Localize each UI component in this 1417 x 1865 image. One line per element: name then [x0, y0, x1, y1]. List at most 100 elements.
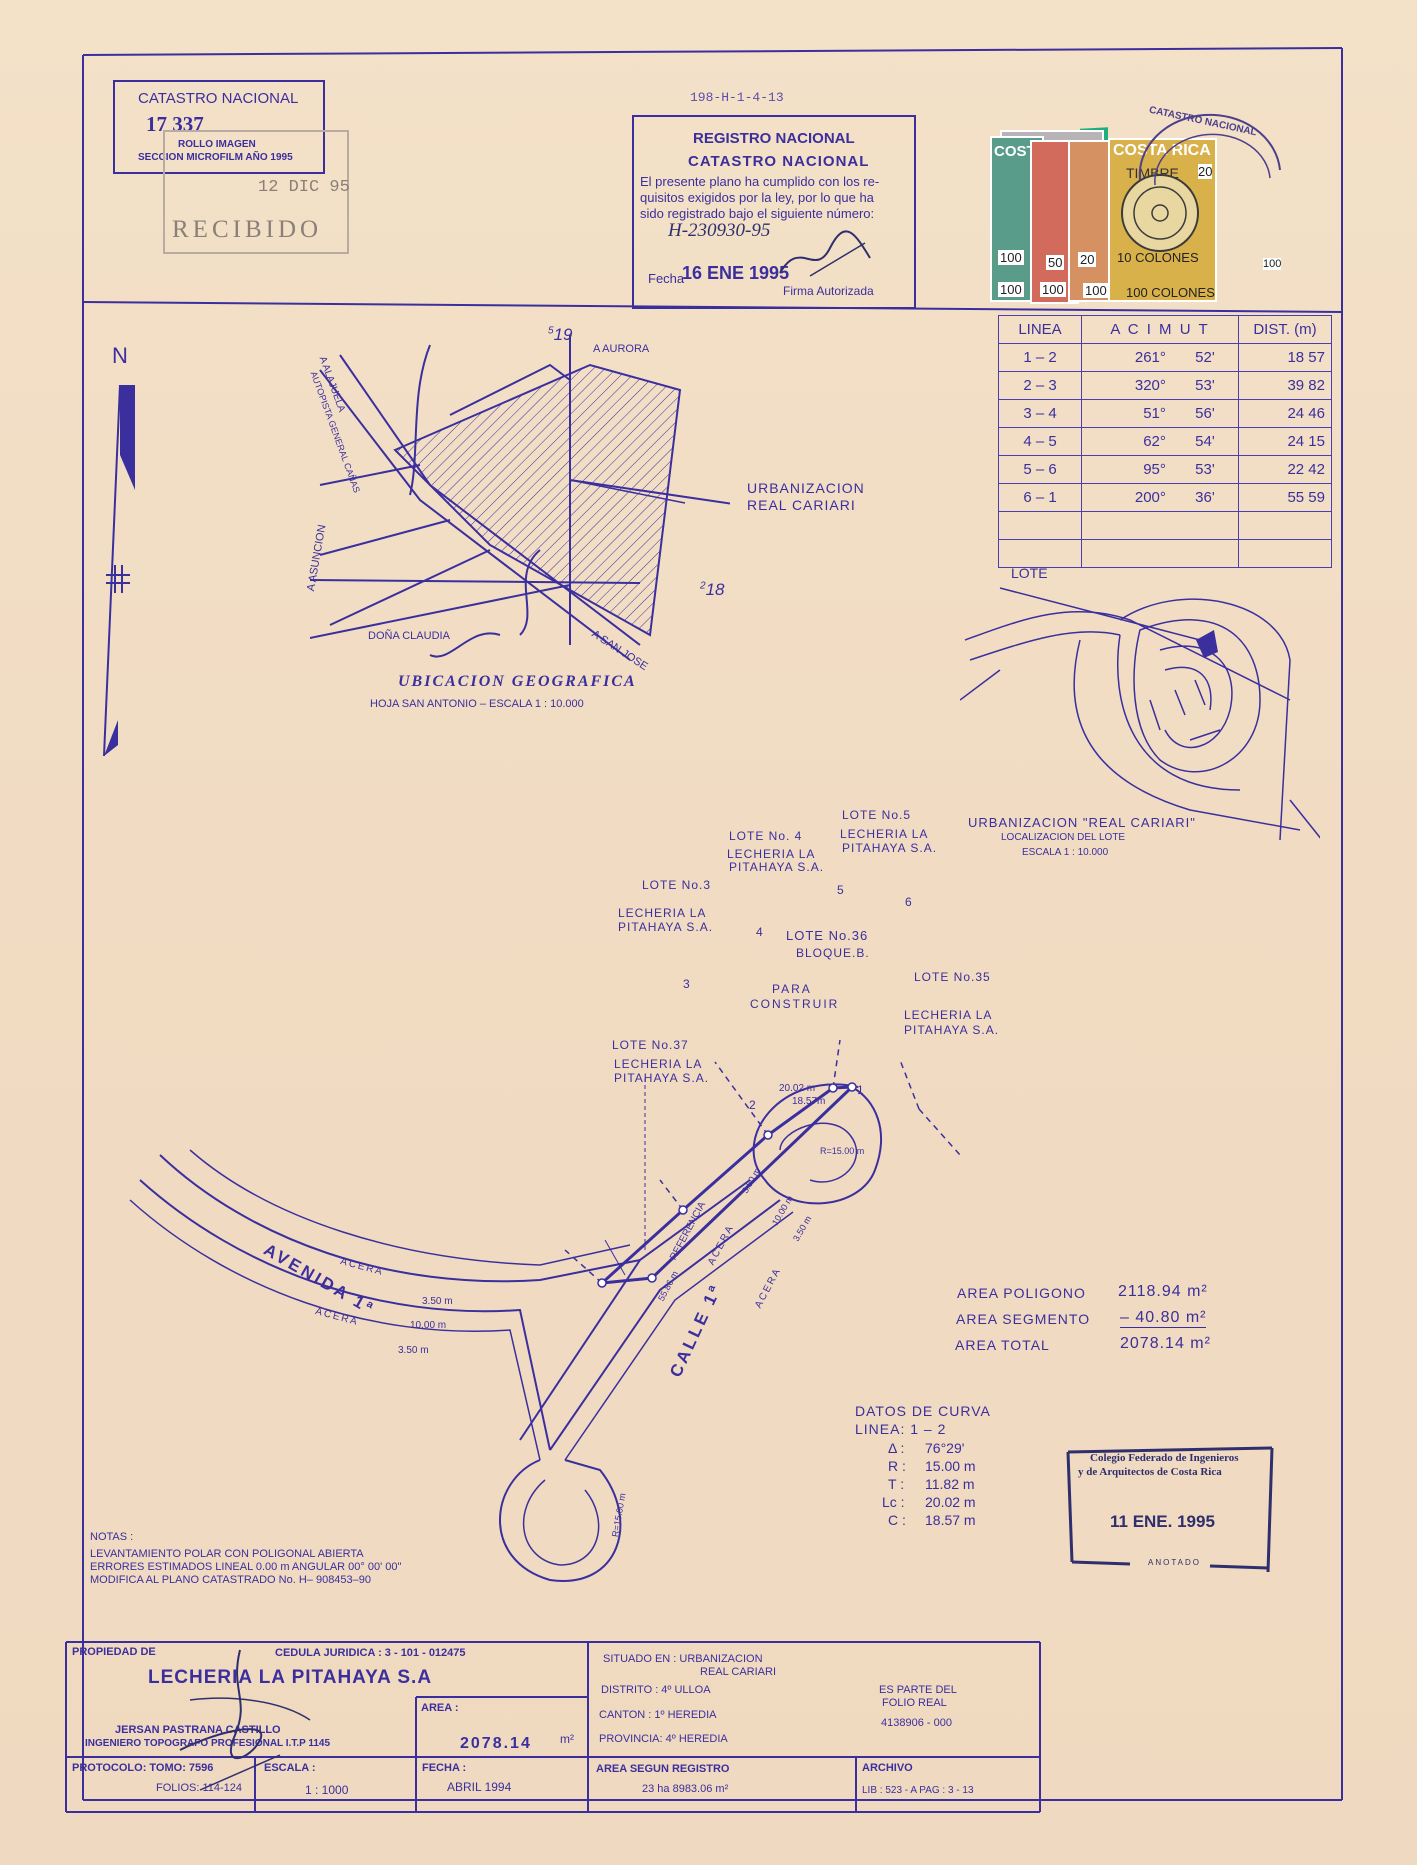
stamp-value-10: 10 COLONES [1117, 250, 1199, 265]
curva-value: 18.57 m [925, 1512, 976, 1528]
row-linea: 5 – 6 [998, 455, 1082, 484]
avenida-dim-3: 3.50 m [398, 1345, 429, 1356]
catastro-nacional-box [113, 80, 325, 174]
location-map [310, 335, 730, 661]
curva-key: Δ : [888, 1440, 905, 1456]
canton: CANTON : 1º HEREDIA [599, 1709, 717, 1721]
table-row: 4 – 5 62° 54' 24 15 [998, 427, 1332, 456]
row-linea: 3 – 4 [998, 399, 1082, 428]
area-total-value: 2078.14 m² [1120, 1335, 1211, 1352]
coord-right-sup: 2 [700, 580, 706, 592]
plan-code: 198-H-1-4-13 [690, 90, 784, 105]
protocolo: PROTOCOLO: TOMO: 7596 [72, 1762, 214, 1774]
avenida-dim-2: 10.00 m [410, 1320, 447, 1331]
stamp-bottom-1: 100 [998, 282, 1024, 297]
row-dist: 24 15 [1238, 427, 1332, 456]
row-min: 53' [1171, 371, 1239, 400]
curva-rows: Δ : 76°29' R : 15.00 m T : 11.82 m Lc : … [870, 1440, 1010, 1530]
ubicacion-caption: UBICACION GEOGRAFICA [398, 673, 637, 690]
avenida-dim-1: 3.50 m [422, 1296, 453, 1307]
curva-row: C : 18.57 m [870, 1512, 1010, 1530]
row-deg: 62° [1080, 427, 1172, 456]
colegio-line-1: Colegio Federado de Ingenieros [1090, 1452, 1239, 1464]
distrito: DISTRITO : 4º ULLOA [601, 1684, 711, 1696]
construir-label: CONSTRUIR [750, 997, 840, 1011]
parte-del: ES PARTE DEL [879, 1684, 957, 1696]
row-deg: 200° [1080, 483, 1172, 512]
registro-text-3: sido registrado bajo el siguiente número… [640, 206, 875, 221]
notas-line-3: MODIFICA AL PLANO CATASTRADO No. H– 9084… [90, 1574, 372, 1586]
owner-name: LECHERIA LA PITAHAYA S.A [148, 1667, 433, 1688]
azimuth-table: LINEA A C I M U T DIST. (m) 1 – 2 261° 5… [998, 315, 1332, 568]
point-3: 3 [683, 977, 690, 991]
curva-value: 15.00 m [925, 1458, 976, 1474]
colegio-date: 11 ENE. 1995 [1110, 1512, 1215, 1531]
folio-number: 4138906 - 000 [881, 1717, 952, 1729]
row-deg: 320° [1080, 371, 1172, 400]
row-dist: 24 46 [1238, 399, 1332, 428]
stamp-value-1: 100 [998, 250, 1024, 265]
lote37-label: LOTE No.37 [612, 1038, 689, 1052]
row-min: 52' [1171, 343, 1239, 372]
table-header-row: LINEA A C I M U T DIST. (m) [998, 315, 1332, 344]
catastro-title: CATASTRO NACIONAL [138, 90, 299, 107]
header-acimut: A C I M U T [1081, 315, 1239, 344]
curva-value: 20.02 m [925, 1494, 976, 1510]
row-dist: 39 82 [1238, 371, 1332, 400]
row-dist: 18 57 [1238, 343, 1332, 372]
cedula-juridica: CEDULA JURIDICA : 3 - 101 - 012475 [275, 1647, 466, 1659]
stamp-bottom-5: 100 [1263, 258, 1282, 270]
table-row [998, 539, 1332, 568]
stamp-bottom-3: 100 [1083, 283, 1109, 298]
area-registro-value: 23 ha 8983.06 m² [642, 1783, 729, 1795]
row-linea: 6 – 1 [998, 483, 1082, 512]
table-row [998, 511, 1332, 540]
propiedad-label: PROPIEDAD DE [72, 1646, 156, 1658]
row-deg: 95° [1080, 455, 1172, 484]
curva-row: Lc : 20.02 m [870, 1494, 1010, 1512]
lote5-owner1: LECHERIA LA [840, 827, 929, 841]
curva-row: Δ : 76°29' [870, 1440, 1010, 1458]
registro-title-2: CATASTRO NACIONAL [688, 153, 870, 170]
header-linea: LINEA [998, 315, 1082, 344]
curva-key: R : [888, 1458, 906, 1474]
point-2: 2 [749, 1098, 756, 1112]
lote-location-map [960, 587, 1320, 841]
point-6: 6 [905, 895, 912, 909]
label-a-aurora: A AURORA [593, 343, 650, 355]
arc-chord-dim: 18.57m [792, 1096, 826, 1107]
urbanizacion-label-1: URBANIZACION [747, 480, 865, 496]
folio-real: FOLIO REAL [882, 1697, 947, 1709]
seal-icon [1121, 174, 1199, 252]
engineer-name: JERSAN PASTRANA CASTILLO [115, 1724, 281, 1736]
row-linea: 1 – 2 [998, 343, 1082, 372]
table-row: 2 – 3 320° 53' 39 82 [998, 371, 1332, 400]
curva-linea: LINEA: 1 – 2 [855, 1421, 947, 1437]
fecha-label: FECHA : [422, 1762, 467, 1774]
lote-map-urb: URBANIZACION "REAL CARIARI" [968, 815, 1196, 830]
recibido-date: 12 DIC 95 [258, 178, 350, 197]
situado-en: SITUADO EN : URBANIZACION [603, 1653, 763, 1665]
curva-row: R : 15.00 m [870, 1458, 1010, 1476]
curva-key: T : [888, 1476, 905, 1492]
stamp-brand-2: COSTA RICA [1113, 142, 1211, 159]
label-dona-claudia: DOÑA CLAUDIA [368, 630, 450, 642]
curva-row: T : 11.82 m [870, 1476, 1010, 1494]
notas-title: NOTAS : [90, 1531, 134, 1543]
curva-key: C : [888, 1512, 906, 1528]
urbanizacion-label-2: REAL CARIARI [747, 497, 856, 513]
engineer-title: INGENIERO TOPOGRAFO PROFESIONAL I.T.P 11… [85, 1738, 331, 1749]
row-min: 53' [1171, 455, 1239, 484]
lote-map-escala: ESCALA 1 : 10.000 [1022, 847, 1109, 858]
lote35-owner2: PITAHAYA S.A. [904, 1023, 1000, 1037]
catastro-circular-seal [1138, 113, 1281, 186]
escala-label: ESCALA : [264, 1762, 316, 1774]
stamp-value-5: 20 [1198, 164, 1213, 179]
registro-title-1: REGISTRO NACIONAL [693, 130, 855, 147]
provincia: PROVINCIA: 4º HEREDIA [599, 1733, 728, 1745]
registro-fecha-value: 16 ENE 1995 [682, 263, 790, 283]
area-segmento-label: AREA SEGMENTO [956, 1311, 1091, 1327]
north-label: N [112, 343, 128, 368]
lote3-owner1: LECHERIA LA [618, 906, 707, 920]
